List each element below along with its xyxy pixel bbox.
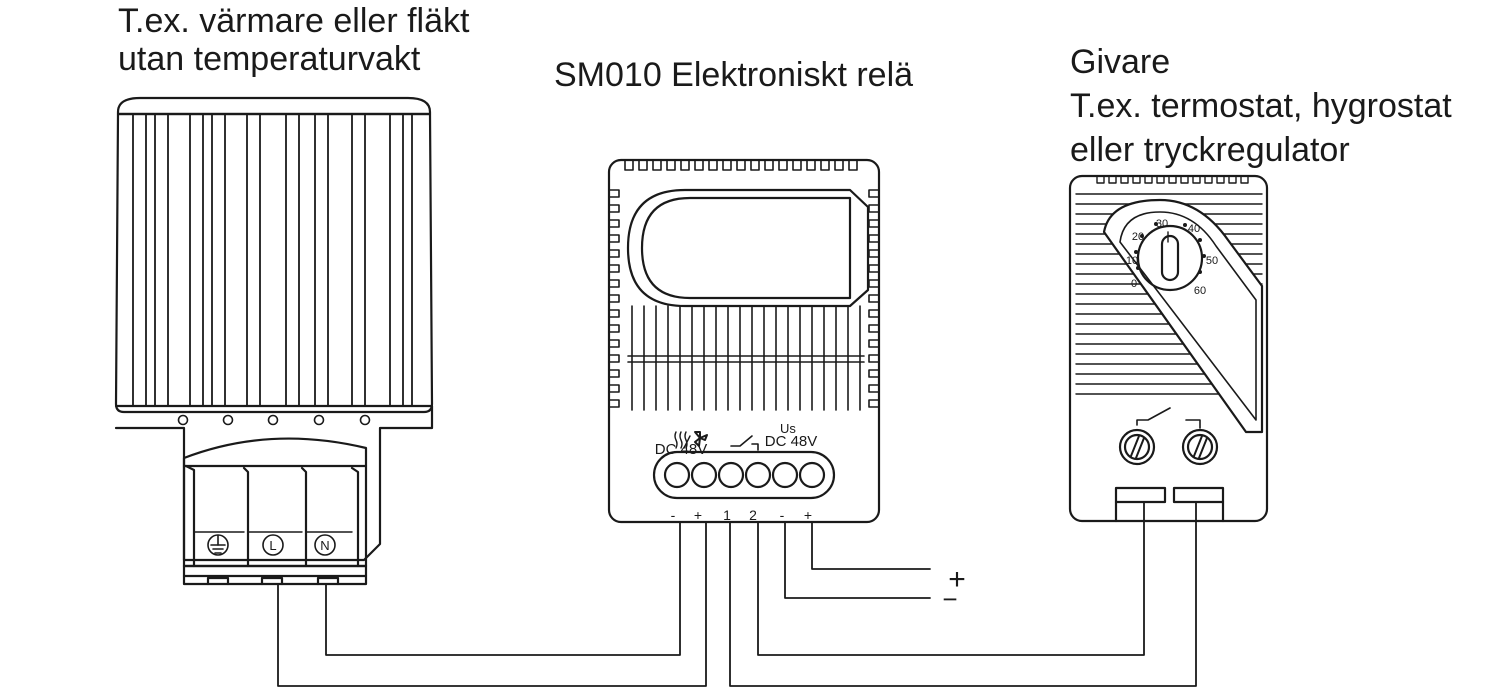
thermostat-top-slots	[1096, 175, 1249, 184]
terminal-label-4: 2	[749, 507, 757, 523]
relay-window-inner	[640, 196, 852, 300]
wire-relay-2	[757, 501, 1145, 656]
relay-title: SM010 Elektroniskt relä	[554, 56, 914, 94]
terminal-live	[262, 534, 284, 556]
sensor-title-line-1: Givare	[1070, 43, 1171, 81]
terminal-neutral	[314, 534, 336, 556]
terminal-label-2: +	[694, 507, 702, 523]
wire-heater-neutral	[325, 521, 681, 656]
terminal-live-label: L	[269, 538, 276, 553]
dial-label-30: 30	[1156, 218, 1168, 230]
heater-mount-plate	[114, 404, 434, 562]
relay-ribs	[627, 305, 865, 411]
dial-label-10: 10	[1126, 255, 1138, 267]
heater-top-cap	[116, 96, 432, 116]
thermostat-dial[interactable]	[1136, 224, 1204, 292]
sensor-title-line-3: eller tryckregulator	[1070, 131, 1350, 169]
thermostat-switch-icon	[1136, 407, 1201, 429]
heater-unit	[114, 96, 434, 586]
heater-mount-holes	[177, 414, 371, 426]
relay-unit: Us DC 48V DC 48V - + 1 2 - +	[607, 158, 881, 524]
relay-housing	[607, 158, 881, 524]
heater-title-line-2: utan temperaturvakt	[118, 40, 421, 78]
dial-label-50: 50	[1206, 255, 1218, 267]
relay-right-label: DC 48V	[765, 433, 818, 450]
dial-label-40: 40	[1188, 223, 1200, 235]
terminal-label-3: 1	[723, 507, 731, 523]
thermostat-dial-dots	[1134, 222, 1206, 274]
terminal-label-5: -	[780, 507, 785, 523]
relay-window-outer	[626, 188, 870, 308]
thermostat-connector-right	[1172, 486, 1225, 504]
thermostat-dial-knob[interactable]	[1160, 234, 1180, 282]
thermostat-dial-panel	[1102, 198, 1264, 434]
terminal-neutral-label: N	[320, 538, 329, 553]
relay-terminal-strip	[652, 450, 836, 500]
heater-fins	[132, 113, 413, 407]
supply-plus-label: +	[948, 563, 966, 596]
heater-body	[114, 112, 434, 414]
terminal-label-6: +	[804, 507, 812, 523]
relay-left-label: DC 48V	[655, 441, 708, 458]
heater-fan-icon	[674, 431, 708, 449]
earth-ground-icon	[207, 534, 229, 556]
wire-relay-1	[729, 501, 1197, 687]
dial-label-0: 0	[1131, 278, 1137, 290]
relay-terminal-labels: - + 1 2 - +	[671, 507, 812, 523]
dial-label-60: 60	[1194, 285, 1206, 297]
sensor-title: Givare T.ex. termostat, hygrostat eller …	[1070, 40, 1452, 172]
thermostat-screw-right[interactable]	[1181, 428, 1219, 466]
heater-title: T.ex. värmare eller fläkt utan temperatu…	[118, 2, 469, 78]
thermostat-unit: 0 10 20 30 40 50 60	[1068, 174, 1269, 523]
terminal-label-1: -	[671, 507, 676, 523]
sensor-title-line-2: T.ex. termostat, hygrostat	[1070, 87, 1452, 125]
us-symbol: Us	[780, 421, 796, 436]
wiring	[277, 501, 1197, 687]
relay-terminal-screws	[663, 461, 826, 489]
thermostat-dial-scale: 0 10 20 30 40 50 60	[1126, 218, 1218, 297]
wire-supply-plus	[811, 521, 931, 570]
heater-title-line-1: T.ex. värmare eller fläkt	[118, 2, 470, 40]
thermostat-connector-left	[1114, 486, 1167, 504]
heater-terminal-block	[182, 437, 368, 586]
dial-label-20: 20	[1132, 231, 1144, 243]
wire-supply-minus	[784, 521, 931, 599]
relay-contact-icon	[730, 435, 759, 451]
supply-minus-label: −	[942, 584, 957, 614]
thermostat-screw-left[interactable]	[1118, 428, 1156, 466]
wire-heater-live	[277, 521, 707, 687]
relay-top-slots	[624, 159, 858, 171]
